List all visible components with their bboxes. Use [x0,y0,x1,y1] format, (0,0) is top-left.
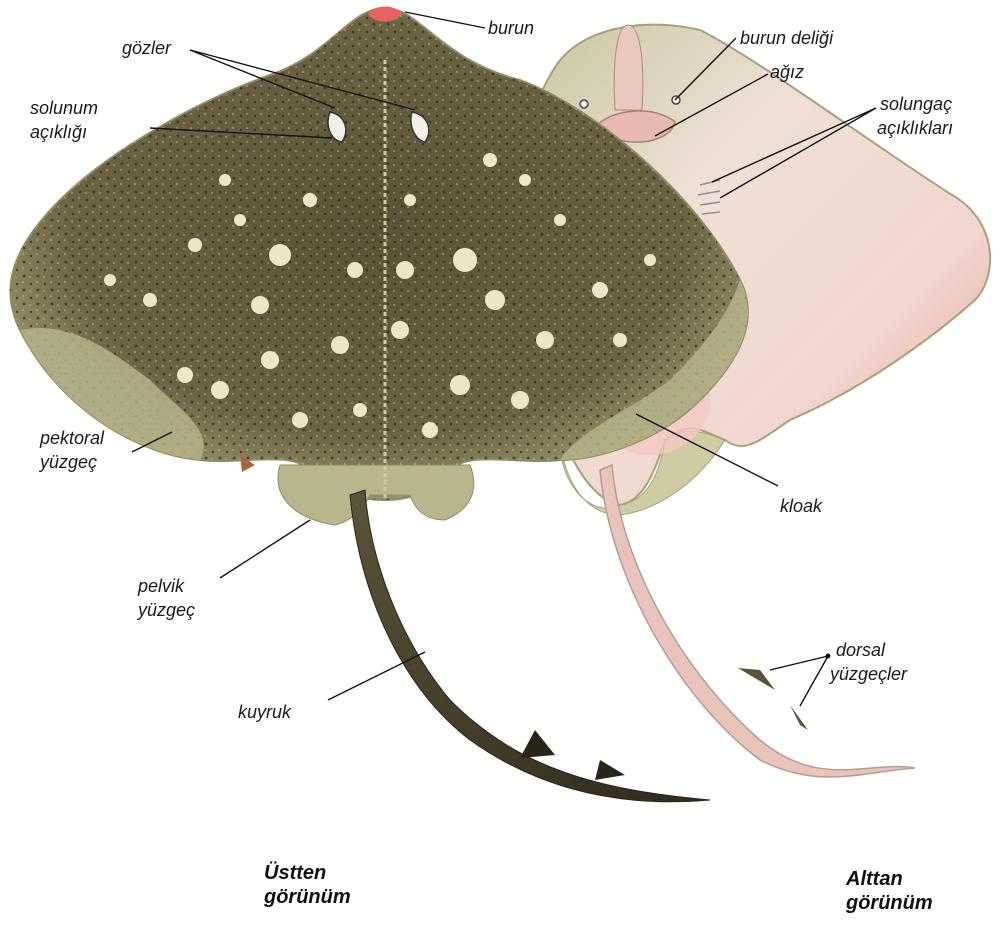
label-gill-line1: solungaç [880,94,952,115]
label-pelvic-line2: yüzgeç [138,600,195,621]
caption-top-view-line2: görünüm [264,886,351,908]
label-spiracle-line1: solunum [30,98,98,119]
dorsal-fin-leader-dot [826,654,831,659]
ventral-dorsal-fin-1 [738,668,775,690]
label-spiracle-line2: açıklığı [30,122,87,143]
label-mouth: ağız [770,62,804,83]
label-pectoral-line2: yüzgeç [40,452,97,473]
label-tail: kuyruk [238,702,291,723]
label-snout: burun [488,18,534,39]
ventral-tail [600,465,915,777]
label-dorsal-line2: yüzgeçler [830,664,907,685]
dorsal-pelvic-fin [278,465,474,525]
nostril-right [672,96,680,104]
label-pelvic-line1: pelvik [138,576,184,597]
label-nostril: burun deliği [740,28,833,49]
label-gill-line2: açıklıkları [877,118,953,139]
label-dorsal-line1: dorsal [836,640,885,661]
ventral-dorsal-fin-2 [790,705,808,730]
nostril-left [580,100,588,108]
caption-top-view-line1: Üstten [264,862,326,884]
caption-bottom-view-line1: Alttan [846,868,903,890]
ventral-snout [614,25,643,110]
label-pectoral-line1: pektoral [40,428,104,449]
label-cloaca: kloak [780,496,822,517]
label-eyes: gözler [122,38,171,59]
caption-bottom-view-line2: görünüm [846,892,933,914]
